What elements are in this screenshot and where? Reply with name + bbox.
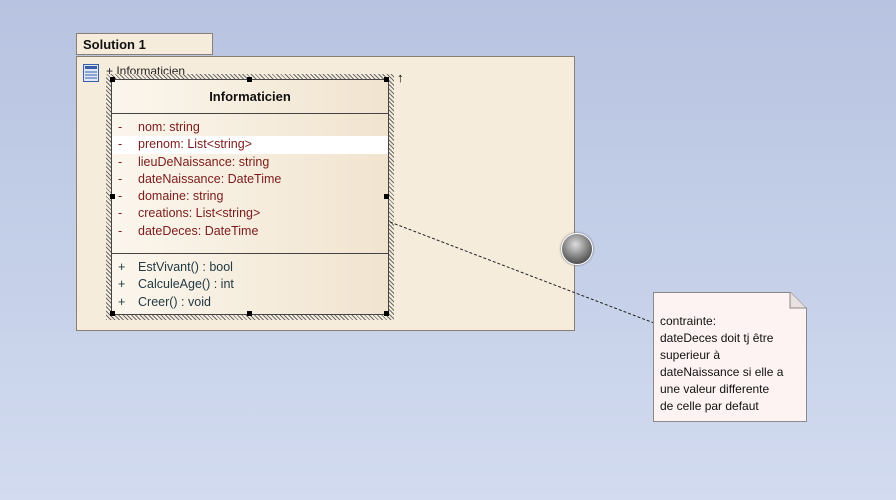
- note-line: dateDeces doit tj être: [660, 331, 774, 345]
- resize-handle-top-left[interactable]: [110, 77, 115, 82]
- visibility-marker: +: [118, 294, 126, 309]
- resize-handle-top-right[interactable]: [384, 77, 389, 82]
- note-line: une valeur differente: [660, 382, 770, 396]
- operation-row[interactable]: + EstVivant() : bool: [112, 259, 388, 276]
- operation-row[interactable]: + CalculeAge() : int: [112, 276, 388, 293]
- attribute-row[interactable]: - creations: List<string>: [112, 205, 388, 222]
- constraint-note[interactable]: contrainte: dateDeces doit tj être super…: [653, 292, 807, 422]
- attribute-signature: lieuDeNaissance: string: [138, 154, 270, 169]
- attribute-row[interactable]: - dateDeces: DateTime: [112, 223, 388, 240]
- attribute-row[interactable]: - dateNaissance: DateTime: [112, 171, 388, 188]
- attribute-signature: creations: List<string>: [138, 206, 261, 221]
- attribute-signature: domaine: string: [138, 189, 224, 204]
- operation-signature: CalculeAge() : int: [138, 277, 234, 292]
- attribute-row[interactable]: - domaine: string: [112, 188, 388, 205]
- operation-compartment: + EstVivant() : bool + CalculeAge() : in…: [112, 253, 388, 311]
- attribute-signature: dateDeces: DateTime: [138, 223, 259, 238]
- resize-handle-left[interactable]: [110, 194, 115, 199]
- visibility-marker: -: [118, 189, 123, 204]
- note-line: de celle par defaut: [660, 399, 759, 413]
- visibility-marker: -: [118, 206, 123, 221]
- user-avatar-icon: [561, 233, 593, 265]
- operation-signature: Creer() : void: [138, 294, 211, 309]
- class-list-icon: [83, 64, 99, 82]
- up-arrow-icon[interactable]: ↑: [397, 70, 404, 85]
- attribute-compartment: - nom: string - prenom: List<string> - l…: [112, 119, 388, 240]
- resize-handle-top[interactable]: [247, 77, 252, 82]
- visibility-marker: -: [118, 137, 123, 152]
- attribute-signature: dateNaissance: DateTime: [138, 171, 282, 186]
- attribute-signature: prenom: List<string>: [138, 137, 252, 152]
- attribute-row-selected[interactable]: - prenom: List<string>: [112, 136, 388, 154]
- resize-handle-bottom-left[interactable]: [110, 311, 115, 316]
- note-line: contrainte:: [660, 314, 717, 328]
- visibility-marker: -: [118, 154, 123, 169]
- attribute-row[interactable]: - nom: string: [112, 119, 388, 136]
- operation-row[interactable]: + Creer() : void: [112, 294, 388, 311]
- resize-handle-bottom-right[interactable]: [384, 311, 389, 316]
- operation-signature: EstVivant() : bool: [138, 260, 233, 274]
- class-informaticien[interactable]: Informaticien - nom: string - prenom: Li…: [111, 79, 389, 315]
- visibility-marker: -: [118, 171, 123, 186]
- note-line: superieur à: [660, 348, 721, 362]
- visibility-marker: +: [118, 260, 126, 274]
- note-fold-icon: [789, 292, 807, 309]
- visibility-marker: -: [118, 223, 123, 238]
- class-name: Informaticien: [112, 80, 388, 114]
- resize-handle-right[interactable]: [384, 194, 389, 199]
- visibility-marker: -: [118, 120, 123, 134]
- package-name: Solution 1: [83, 37, 146, 52]
- visibility-marker: +: [118, 277, 126, 292]
- attribute-signature: nom: string: [138, 120, 200, 134]
- package-tab[interactable]: Solution 1: [76, 33, 213, 55]
- resize-handle-bottom[interactable]: [247, 311, 252, 316]
- note-line: dateNaissance si elle a: [660, 365, 784, 379]
- attribute-row[interactable]: - lieuDeNaissance: string: [112, 154, 388, 171]
